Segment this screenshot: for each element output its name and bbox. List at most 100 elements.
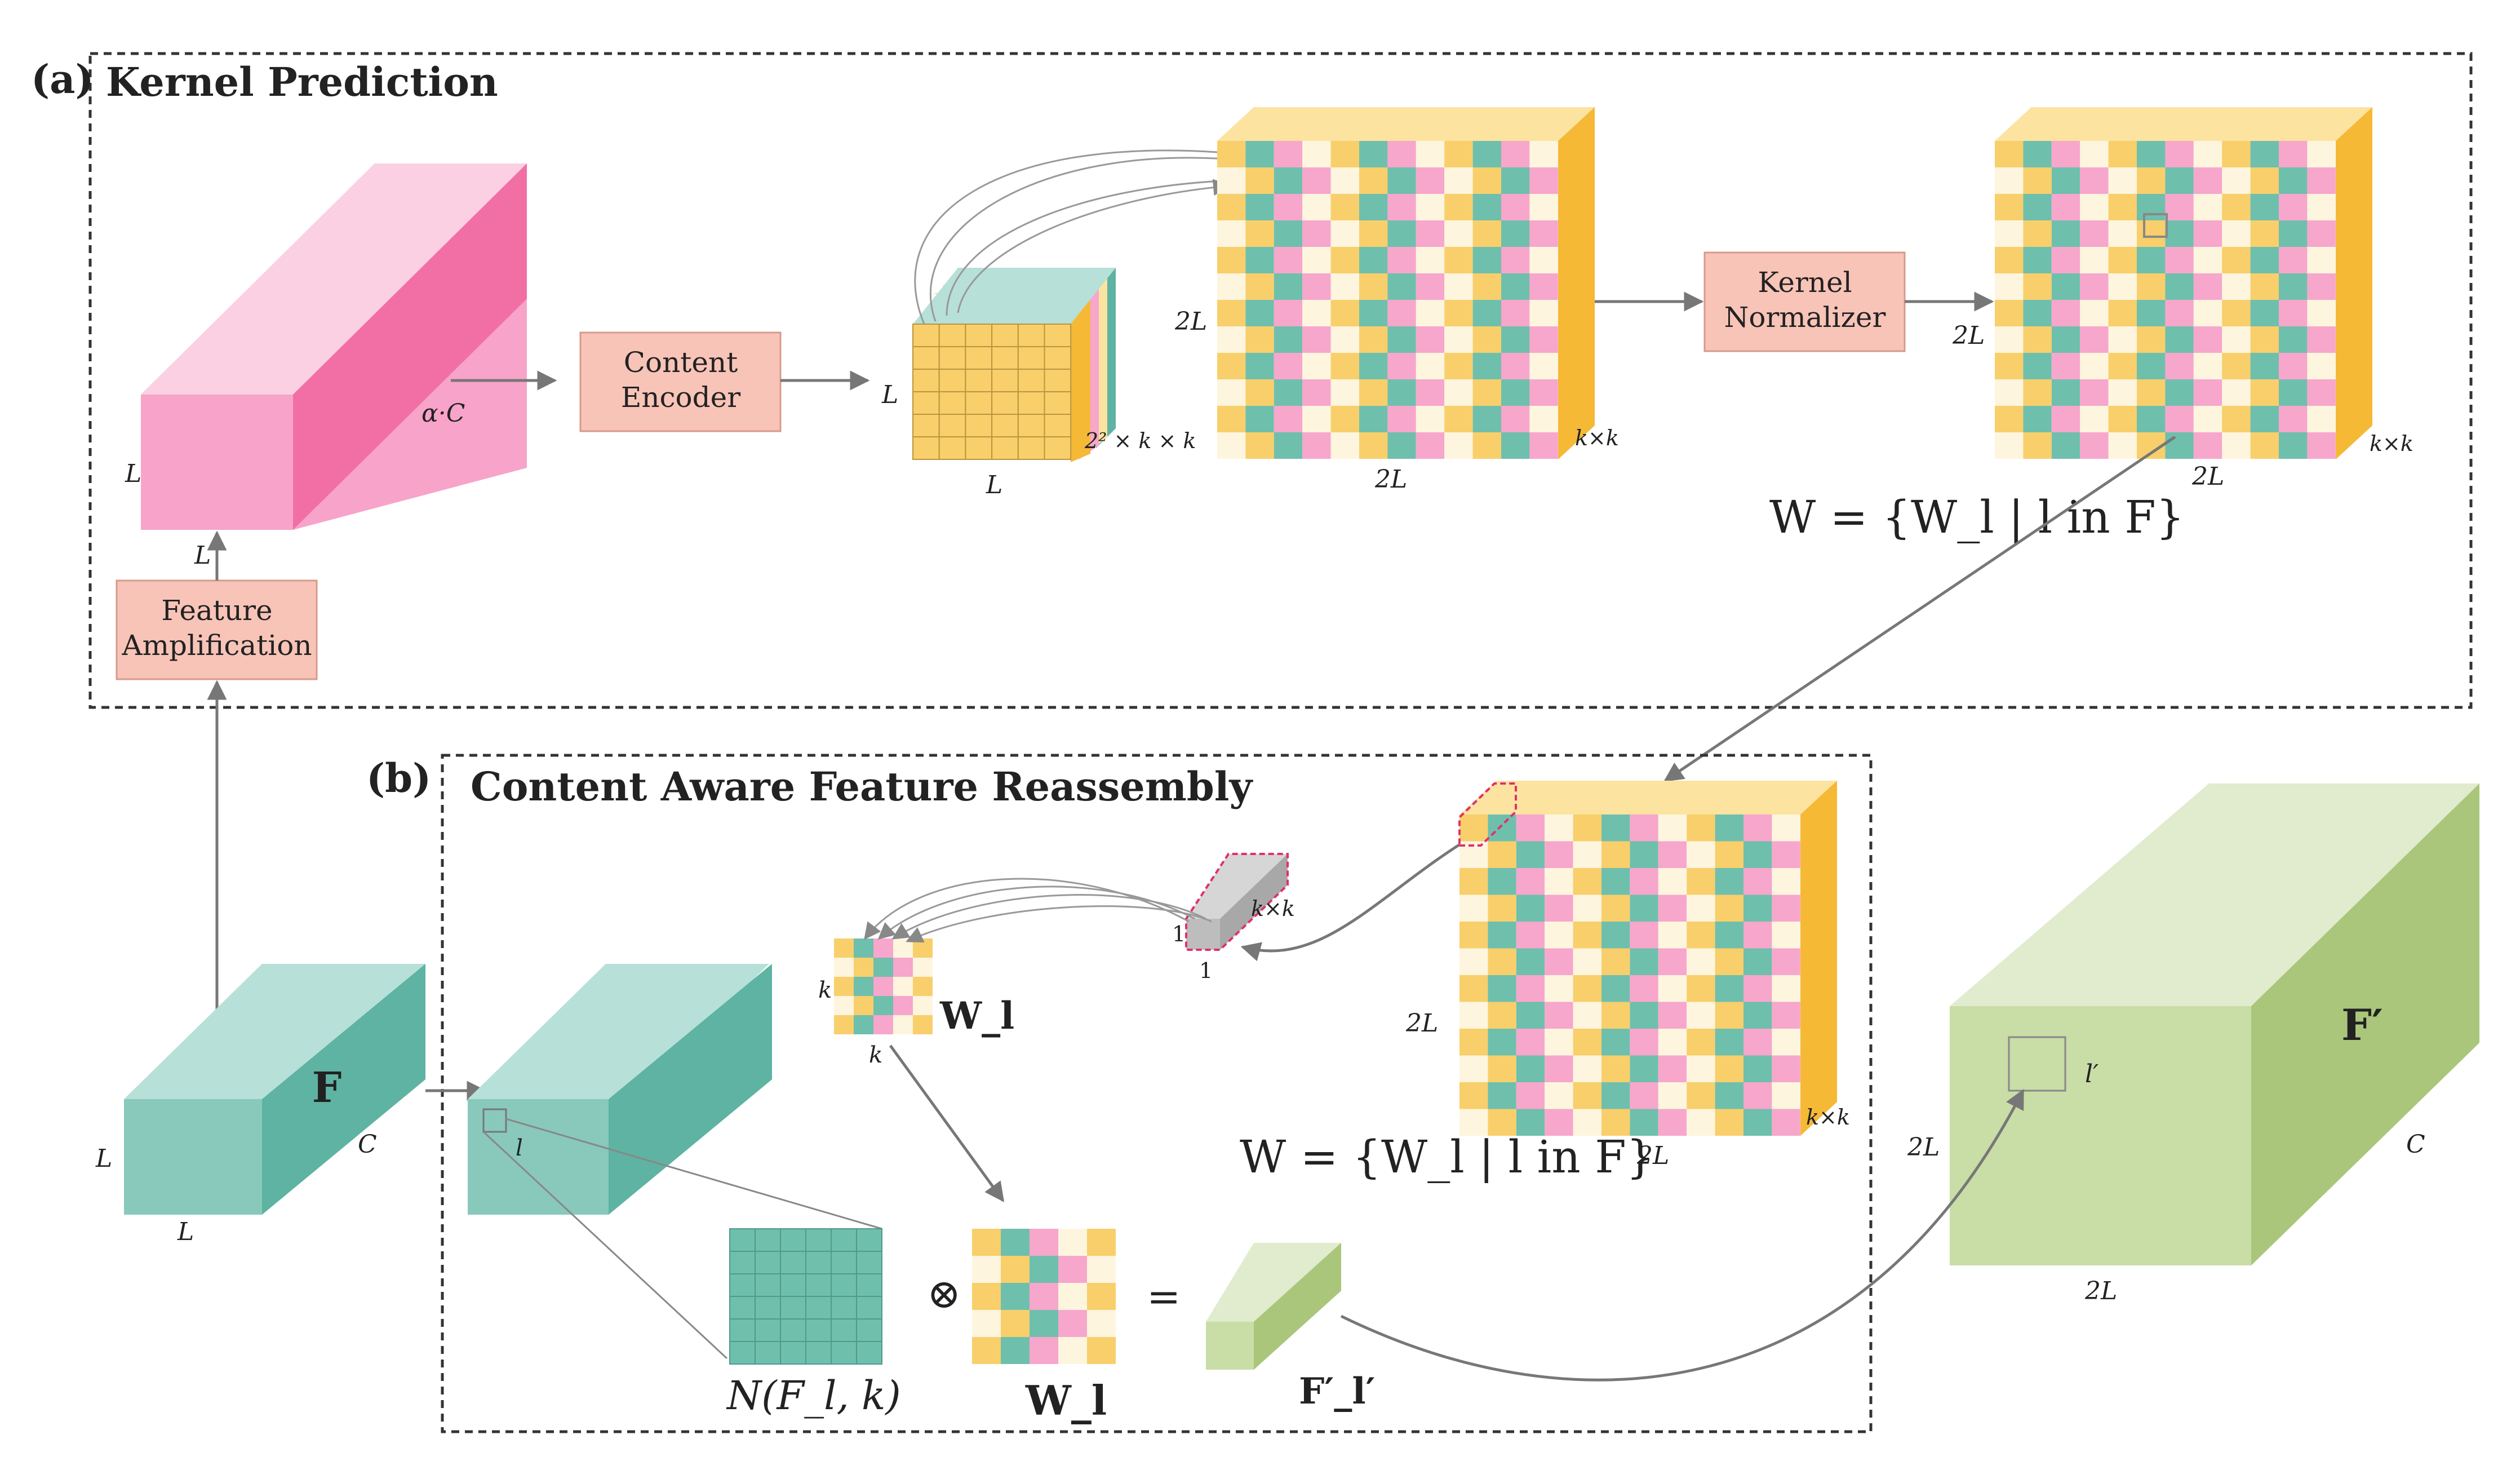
- grid-cell: [2250, 273, 2279, 300]
- grid-cell: [1630, 895, 1658, 922]
- grid-cell: [1459, 814, 1488, 842]
- grid-cell: [2108, 247, 2137, 273]
- grid-cell: [1630, 922, 1658, 949]
- grid-cell: [1516, 895, 1545, 922]
- grid-cell: [1044, 436, 1072, 460]
- grid-cell: [2193, 220, 2222, 247]
- kernel-Wl-grid-top: [834, 938, 933, 1034]
- F-dim-L-left: L: [95, 1144, 112, 1173]
- grid-cell: [2080, 247, 2109, 273]
- grid-cell: [2023, 300, 2052, 326]
- output-dim-C: C: [2406, 1130, 2425, 1159]
- output-F-prime-label: F′: [2341, 1000, 2383, 1050]
- grid-cell: [1387, 247, 1416, 273]
- grid-cell: [755, 1228, 781, 1252]
- grid-cell: [1330, 379, 1359, 406]
- grid-cell: [1444, 273, 1473, 300]
- kernel-stack: [912, 268, 1116, 462]
- grid-cell: [1302, 194, 1331, 220]
- grid-cell: [1217, 141, 1246, 167]
- grid-cell: [1330, 326, 1359, 353]
- kernel-normalizer-line2: Normalizer: [1724, 301, 1886, 334]
- grid-cell: [1743, 948, 1772, 975]
- tensor2-dim-kk: k×k: [2370, 431, 2413, 456]
- grid-cell: [1772, 948, 1800, 975]
- grid-cell: [2193, 247, 2222, 273]
- grid-cell: [1030, 1229, 1058, 1256]
- grid-cell: [1743, 1082, 1772, 1109]
- grid-cell: [1330, 273, 1359, 300]
- reassembly-kernel-tensor-2: [1995, 107, 2372, 459]
- reassembly-kernel-tensor-3: [1458, 781, 1837, 1136]
- grid-cell: [1416, 220, 1445, 247]
- grid-cell: [1416, 406, 1445, 432]
- grid-cell: [1687, 841, 1715, 868]
- grid-cell: [1001, 1256, 1030, 1283]
- tensor2-top: [1995, 107, 2372, 141]
- feature-amplification-box: [116, 579, 318, 680]
- grid-cell: [2108, 167, 2137, 194]
- grid-cell: [893, 1015, 913, 1034]
- grid-cell: [2279, 194, 2308, 220]
- grid-cell: [1545, 814, 1573, 842]
- tensor2-front-grid: [1995, 141, 2336, 459]
- grid-cell: [1601, 868, 1630, 895]
- grid-cell: [856, 1296, 882, 1320]
- grid-cell: [1687, 1055, 1715, 1082]
- F-cuboid-top: [124, 964, 425, 1099]
- grid-cell: [1044, 324, 1072, 347]
- output-cuboid-top: [1950, 783, 2479, 1006]
- tensor2-dim-2L-bottom: 2L: [2191, 462, 2224, 491]
- grid-cell: [1516, 922, 1545, 949]
- tensor3-top: [1459, 781, 1837, 814]
- grid-cell: [1472, 220, 1501, 247]
- grid-cell: [1545, 868, 1573, 895]
- grid-cell: [729, 1296, 756, 1320]
- grid-cell: [1245, 326, 1274, 353]
- tensor2-dim-2L-left: 2L: [1952, 321, 1985, 350]
- grid-cell: [2279, 300, 2308, 326]
- grid-cell: [755, 1273, 781, 1297]
- F-dim-L-bottom: L: [177, 1218, 194, 1246]
- grid-cell: [2108, 379, 2137, 406]
- arrow-tensor3-to-vector: [1240, 833, 1478, 962]
- grid-cell: [1488, 975, 1516, 1002]
- grid-cell: [1217, 220, 1246, 247]
- grid-cell: [1516, 1002, 1545, 1029]
- tensor1-front-grid: [1217, 141, 1558, 459]
- grid-cell: [1217, 300, 1246, 326]
- grid-cell: [1545, 1109, 1573, 1136]
- kernel-Wl-grid-bottom: [972, 1229, 1116, 1364]
- grid-cell: [1772, 895, 1800, 922]
- grid-cell: [1715, 1029, 1743, 1056]
- grid-cell: [1488, 1002, 1516, 1029]
- grid-cell: [1330, 247, 1359, 273]
- output-cuboid-side: [2251, 783, 2479, 1265]
- grid-cell: [1573, 975, 1601, 1002]
- grid-cell: [1772, 841, 1800, 868]
- grid-cell: [2165, 141, 2194, 167]
- grid-cell: [1416, 432, 1445, 459]
- grid-cell: [1529, 247, 1558, 273]
- grid-cell: [831, 1318, 857, 1342]
- tensor3-front-grid: [1459, 814, 1800, 1136]
- grid-cell: [1995, 194, 2024, 220]
- grid-cell: [1501, 300, 1530, 326]
- grid-cell: [2222, 273, 2251, 300]
- grid-cell: [1444, 194, 1473, 220]
- grid-cell: [1995, 167, 2024, 194]
- grid-cell: [1573, 814, 1601, 842]
- grid-cell: [2250, 326, 2279, 353]
- grid-cell: [1501, 326, 1530, 353]
- grid-cell: [2165, 300, 2194, 326]
- grid-cell: [938, 369, 966, 392]
- grid-cell: [2137, 167, 2166, 194]
- grid-cell: [2051, 432, 2080, 459]
- grid-cell: [2108, 141, 2137, 167]
- grid-cell: [1330, 432, 1359, 459]
- grid-cell: [873, 996, 893, 1015]
- grid-cell: [1995, 220, 2024, 247]
- content-encoder-line1: Content: [624, 346, 738, 379]
- grid-cell: [1516, 841, 1545, 868]
- grid-cell: [1245, 273, 1274, 300]
